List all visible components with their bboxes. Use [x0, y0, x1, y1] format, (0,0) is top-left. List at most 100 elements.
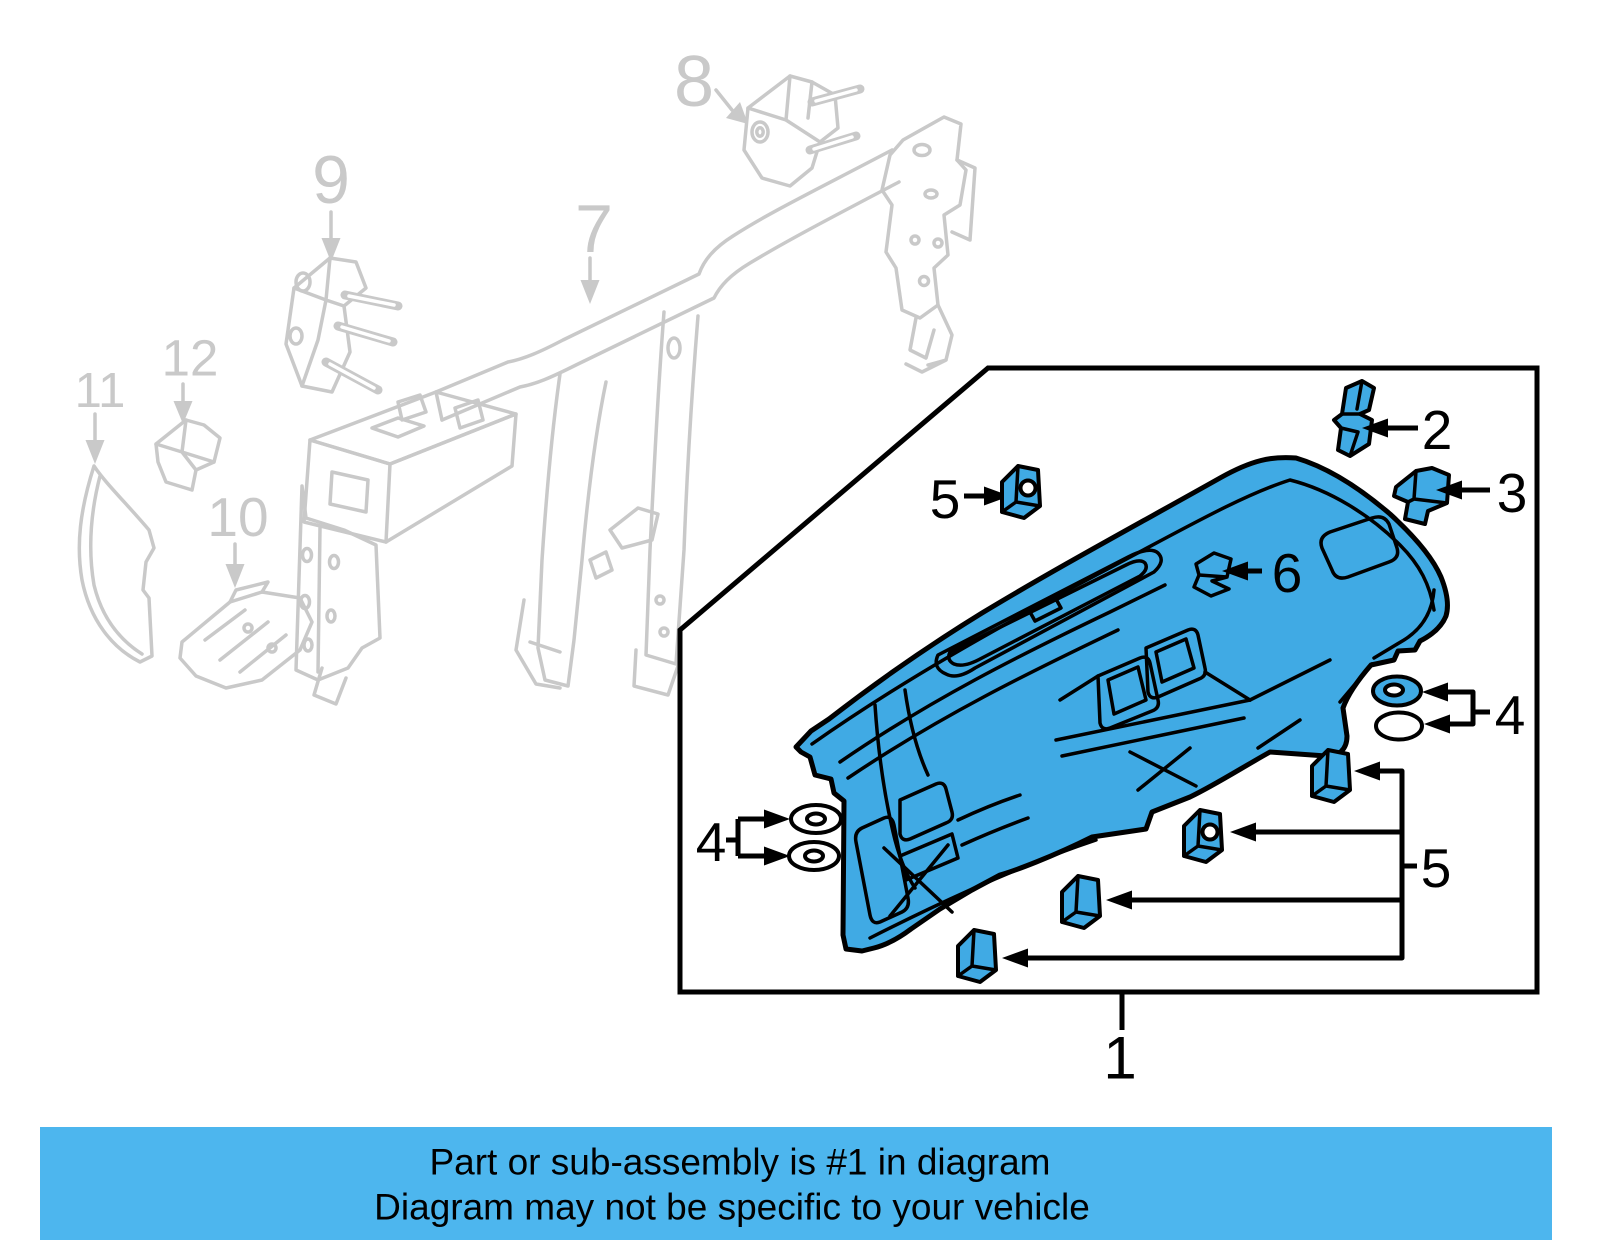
beam-right-hole3 — [909, 234, 921, 246]
clip-5d-body — [956, 928, 998, 984]
beam-right-leg2 — [904, 303, 954, 374]
column-lines — [956, 793, 1030, 847]
grommet-right-top-inner — [1383, 682, 1405, 698]
background-assembly: 8 9 7 11 12 10 — [75, 42, 977, 706]
clip-5-top-hole — [1018, 478, 1038, 498]
beam-strut-left-foot — [514, 598, 562, 690]
label-4-left: 4 — [696, 811, 727, 873]
left-face-vent — [898, 781, 955, 842]
beam-mid-bracket2 — [588, 550, 614, 580]
clip-5c-folds — [1060, 874, 1102, 924]
defroster-slot-inner — [946, 559, 1148, 667]
clip-3-folds — [1406, 469, 1449, 505]
clip-5c-body — [1060, 874, 1102, 930]
arrow-12-head — [173, 401, 193, 424]
clip-5d-folds — [956, 928, 998, 978]
arrow-8-head — [726, 102, 748, 124]
beam-rail-tab2 — [396, 393, 428, 422]
defroster-slot-divider — [1028, 597, 1063, 623]
clip-5-top-folds — [1000, 464, 1042, 514]
label-5-top: 5 — [930, 468, 961, 530]
center-vent-right-inner — [1154, 637, 1196, 684]
arrow-5b-head — [1230, 822, 1256, 842]
callout-5-top: 5 — [930, 464, 1042, 530]
beam-rail-notch — [328, 470, 370, 514]
clip-5b-folds — [1182, 808, 1224, 858]
bracket-9-hole — [294, 271, 312, 293]
panel-top-inner-line — [810, 478, 1436, 746]
beam-right-leg1 — [908, 316, 936, 360]
center-vent-left-inner — [1106, 665, 1148, 716]
bracket-10-hole2 — [266, 642, 278, 654]
arrow-4-left-bottom-head — [764, 846, 790, 866]
plate-hole4 — [327, 553, 341, 571]
arrow-6-head — [1222, 561, 1248, 581]
arrow-5a-head — [1354, 761, 1380, 781]
label-3: 3 — [1497, 462, 1528, 524]
banner: Part or sub-assembly is #1 in diagram Di… — [40, 1127, 1552, 1240]
beam-tube-cap — [434, 390, 444, 422]
trim-11-inner — [88, 474, 144, 656]
right-rail-1 — [1054, 698, 1252, 742]
clip-5a-folds — [1310, 748, 1352, 798]
label-11: 11 — [75, 364, 126, 418]
vent-to-rail-lines — [1058, 670, 1252, 702]
beam-rail-front — [302, 438, 392, 544]
arrow-10-head — [225, 564, 245, 588]
beam-strut-right-foot — [632, 648, 680, 697]
arrow-3-head — [1436, 480, 1462, 500]
bracket-10-flange — [228, 580, 270, 604]
arrow-7-head — [580, 280, 600, 304]
callout-4-left: 4 — [696, 803, 843, 873]
bracket-10-hole1 — [242, 622, 254, 634]
bracket-9-hole2 — [288, 326, 304, 346]
washer-left-top-inner — [805, 811, 827, 827]
right-rail-2 — [1060, 716, 1246, 758]
clip-2 — [1332, 379, 1376, 458]
label-4-right: 4 — [1495, 684, 1526, 746]
label-1: 1 — [1103, 1025, 1136, 1092]
left-band-rect — [898, 832, 960, 882]
bracket-10-rib3 — [238, 633, 288, 674]
bracket-5-right — [1026, 768, 1417, 961]
duct-bracket-10 — [178, 580, 314, 690]
callout-1: 1 — [1103, 993, 1137, 1092]
arrow-4-right-bottom-head — [1424, 714, 1450, 734]
center-vent-right — [1144, 627, 1208, 700]
clip-6-shape — [1192, 551, 1233, 598]
beam-strut-right — [644, 310, 700, 666]
column-curve1 — [873, 703, 917, 890]
bracket-10-outline — [178, 590, 314, 690]
label-5-right: 5 — [1421, 837, 1452, 899]
clip-5-top — [1000, 464, 1042, 520]
speaker-grille — [1319, 515, 1400, 580]
beam-right-bracket — [880, 115, 968, 320]
clip-5d — [956, 928, 998, 984]
beam-left-plate-inner — [316, 526, 322, 674]
banner-background — [40, 1127, 1552, 1240]
bracket-4-left — [726, 816, 764, 859]
defroster-slot-outer — [934, 548, 1163, 678]
label-7: 7 — [575, 191, 613, 267]
beam-strut-left — [536, 372, 608, 688]
callout-6: 6 — [1222, 542, 1302, 604]
glovebox-lines — [1248, 658, 1374, 750]
beam-right-flap — [950, 158, 977, 242]
bracket-10-rib2 — [218, 620, 270, 662]
beam-right-hole5 — [917, 274, 931, 288]
arrow-8-line — [714, 88, 734, 112]
strut-hole2 — [658, 626, 670, 638]
label-6: 6 — [1272, 542, 1303, 604]
bracket-12-outline — [154, 418, 222, 492]
label-9: 9 — [312, 142, 350, 218]
clip-5b-hole — [1200, 822, 1220, 842]
banner-line2: Diagram may not be specific to your vehi… — [374, 1187, 1090, 1228]
arrow-5-top-head — [984, 486, 1010, 506]
beam-rail-tab3 — [453, 398, 485, 430]
instrument-panel — [793, 455, 1450, 954]
bracket-8-hole-inner — [755, 126, 765, 138]
beam-strut-right-slot — [666, 336, 682, 360]
bracket-10-rib1 — [203, 608, 247, 642]
